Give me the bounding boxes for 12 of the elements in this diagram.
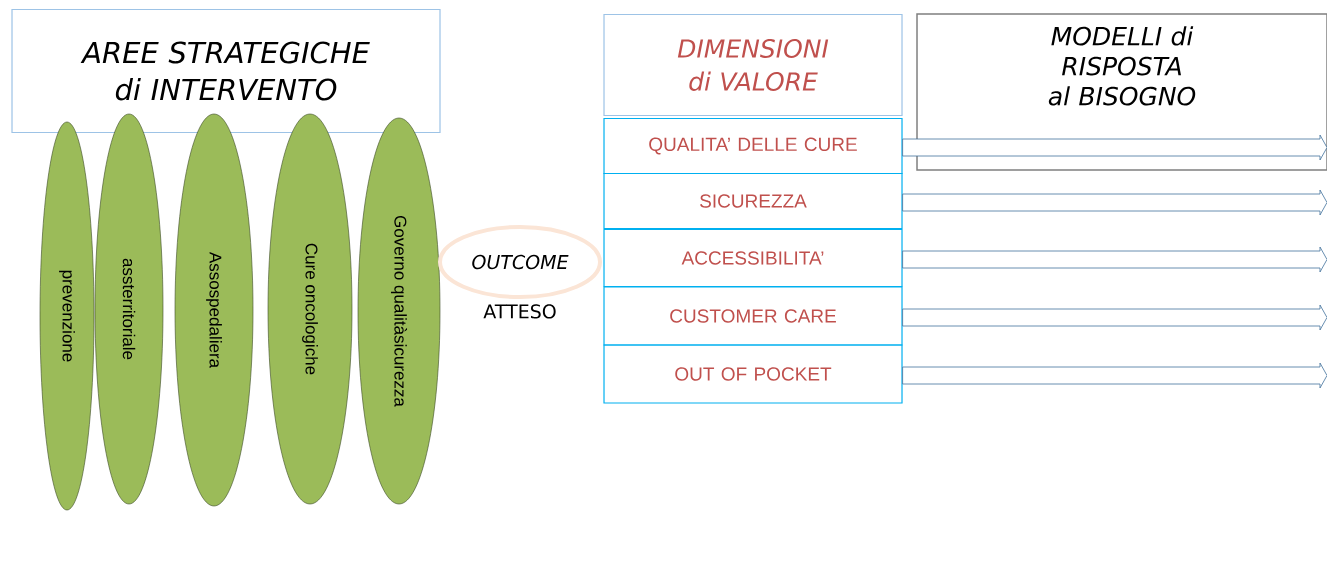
block-arrow [902, 134, 1327, 161]
block-arrow [902, 189, 1327, 216]
block-arrow [902, 304, 1327, 331]
outcome-label: ATTESO [483, 304, 556, 319]
block-arrow [902, 246, 1327, 273]
header-box: DIMENSIONI di VALORE [603, 13, 903, 117]
value-box: QUALITA’ DELLE CURE [603, 117, 903, 175]
value-box: SICUREZZA [603, 172, 903, 230]
block-arrow [902, 362, 1327, 389]
value-box: ACCESSIBILITA’ [603, 228, 903, 288]
value-box: CUSTOMER CARE [603, 286, 903, 346]
value-box: OUT OF POCKET [603, 344, 903, 404]
